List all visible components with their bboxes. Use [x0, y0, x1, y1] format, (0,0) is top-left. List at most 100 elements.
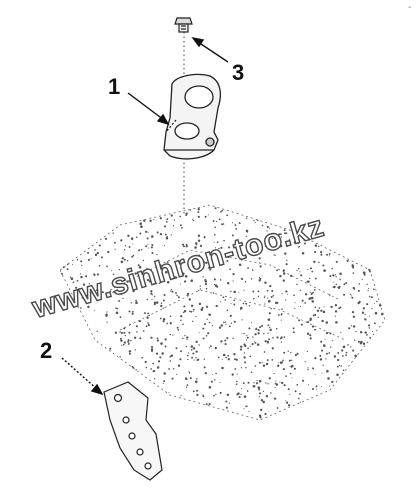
stipple-dot [333, 285, 336, 289]
stipple-dot [130, 339, 132, 342]
stipple-dot [292, 327, 295, 330]
stipple-dot [325, 321, 329, 324]
stipple-dot [313, 289, 316, 291]
stipple-dot [190, 345, 194, 348]
stipple-dot [262, 390, 265, 393]
stipple-dot [121, 257, 125, 260]
stipple-dot [328, 252, 331, 255]
stipple-dot [276, 336, 279, 339]
stipple-dot [214, 226, 217, 229]
stipple-dot [135, 236, 138, 238]
stipple-dot [205, 335, 208, 337]
stipple-dot [313, 260, 316, 263]
stipple-dot [172, 368, 175, 370]
stipple-dot [204, 215, 207, 218]
stipple-dot [247, 381, 250, 384]
stipple-dot [205, 305, 209, 308]
stipple-dot [189, 263, 192, 266]
stipple-dot [314, 277, 317, 280]
stipple-dot [188, 372, 191, 374]
stipple-dot [273, 397, 277, 400]
stipple-dot [257, 332, 260, 335]
cylinder-head-outline [59, 204, 386, 421]
stipple-dot [228, 402, 230, 404]
stipple-dot [169, 322, 172, 325]
stipple-dot [336, 373, 339, 376]
stipple-dot [346, 259, 349, 262]
stipple-dot [314, 313, 317, 316]
stipple-dot [307, 268, 309, 271]
stipple-dot [253, 385, 256, 388]
stipple-dot [201, 306, 204, 309]
stipple-dot [123, 341, 127, 344]
stipple-dot [311, 387, 315, 391]
stipple-dot [127, 339, 130, 342]
stipple-dot [111, 270, 113, 272]
stipple-dot [145, 230, 148, 233]
stipple-dot [192, 390, 195, 393]
stipple-dot [319, 354, 322, 357]
stipple-dot [170, 354, 174, 358]
stipple-dot [225, 406, 228, 409]
stipple-dot [239, 309, 241, 311]
stipple-dot [253, 382, 255, 384]
stipple-dot [106, 311, 108, 313]
stipple-dot [253, 220, 255, 222]
stipple-dot [303, 242, 307, 245]
stipple-dot [329, 255, 330, 257]
stipple-dot [190, 310, 193, 313]
stipple-dot [220, 210, 222, 213]
stipple-dot [235, 383, 238, 386]
stipple-dot [242, 382, 245, 385]
stipple-dot [251, 269, 254, 271]
stipple-dot [364, 318, 367, 321]
stipple-dot [371, 307, 373, 310]
stipple-dot [158, 282, 161, 285]
stipple-dot [79, 273, 82, 275]
stipple-dot [80, 290, 82, 293]
stipple-dot [128, 350, 132, 353]
stipple-dot [316, 309, 320, 312]
callout-2: 2 [40, 338, 52, 363]
stipple-dot [254, 222, 256, 224]
stipple-dot [215, 372, 217, 375]
stipple-dot [342, 369, 345, 372]
stipple-dot [233, 303, 236, 306]
stipple-dot [124, 334, 127, 337]
stipple-dot [280, 341, 283, 343]
stipple-dot [363, 273, 366, 276]
stipple-dot [302, 379, 305, 382]
stipple-dot [312, 367, 315, 370]
stipple-dot [378, 304, 382, 307]
stipple-dot [175, 347, 178, 350]
stipple-dot [195, 380, 198, 384]
stipple-dot [155, 301, 159, 304]
stipple-dot [224, 339, 227, 342]
stipple-dot [343, 283, 346, 286]
stipple-dot [273, 254, 275, 256]
stipple-dot [267, 318, 271, 321]
stipple-dot [321, 385, 323, 388]
stipple-dot [332, 340, 334, 342]
stipple-dot [360, 340, 363, 344]
stipple-dot [243, 407, 245, 409]
stipple-dot [142, 330, 145, 332]
stipple-dot [196, 389, 199, 392]
stipple-dot [304, 293, 308, 296]
stipple-dot [287, 350, 289, 352]
stipple-dot [373, 322, 376, 325]
stipple-dot [179, 358, 182, 361]
stipple-dot [290, 365, 293, 368]
stipple-dot [284, 252, 287, 255]
stipple-dot [131, 280, 134, 283]
stipple-dot [120, 339, 123, 342]
stipple-dot [155, 352, 159, 355]
stipple-dot [198, 254, 201, 256]
stipple-dot [283, 272, 286, 275]
stipple-dot [320, 309, 323, 312]
stipple-dot [216, 220, 218, 223]
stipple-dot [178, 264, 181, 267]
stipple-dot [276, 407, 279, 409]
stipple-dot [294, 302, 296, 304]
stipple-dot [159, 217, 162, 220]
